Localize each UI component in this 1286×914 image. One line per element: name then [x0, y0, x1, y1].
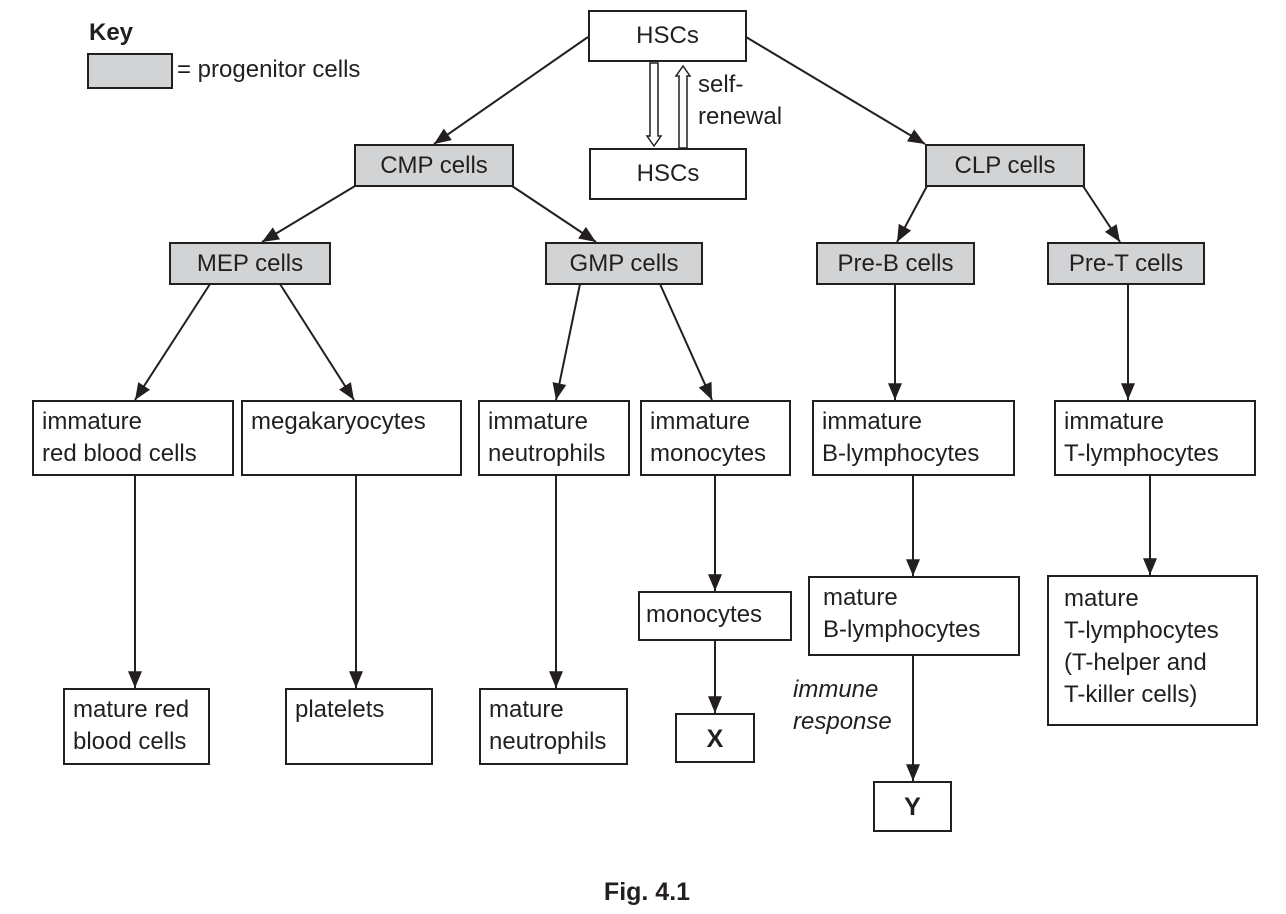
node-x-label: X: [706, 725, 724, 753]
node-mat-b-label: mature B-lymphocytes: [823, 584, 981, 643]
node-clp-cells: CLP cells: [925, 144, 1085, 187]
arrow-cmp-to-mep: [261, 185, 356, 243]
arrow-mep-to-imm-rbc: [134, 283, 211, 401]
node-pret-label: Pre-T cells: [1068, 250, 1184, 277]
node-mat-neut-label: mature neutrophils: [489, 696, 607, 755]
arrow-gmp-to-imm-neut: [552, 283, 581, 401]
node-y-label: Y: [904, 793, 921, 821]
node-megakaryocytes: megakaryocytes: [241, 400, 462, 476]
node-x: X: [675, 713, 755, 763]
key-title: Key: [89, 19, 134, 46]
node-mat-t-label: mature T-lymphocytes (T-helper and T-kil…: [1064, 585, 1219, 708]
self-renewal-arrows: [645, 62, 692, 149]
arrow-hsc-to-clp: [745, 36, 926, 145]
immune-response-label: immune response: [793, 676, 892, 735]
node-preb-cells: Pre-B cells: [816, 242, 975, 285]
node-monocytes: monocytes: [638, 591, 792, 641]
node-hsc-top-label: HSCs: [636, 22, 699, 49]
node-immature-neutrophils: immature neutrophils: [478, 400, 630, 476]
node-immature-monocytes: immature monocytes: [640, 400, 791, 476]
node-mature-t-lymphocytes: mature T-lymphocytes (T-helper and T-kil…: [1047, 575, 1258, 726]
node-megakaryocytes-label: megakaryocytes: [251, 408, 426, 435]
node-hsc-top: HSCs: [588, 10, 747, 62]
arrow-cmp-to-gmp: [511, 185, 597, 243]
node-immature-red-blood-cells: immature red blood cells: [32, 400, 234, 476]
node-y: Y: [873, 781, 952, 832]
arrow-gmp-to-imm-mono: [659, 283, 713, 401]
key-progenitor-swatch: [87, 53, 173, 89]
node-monocytes-label: monocytes: [646, 601, 763, 628]
arrow-clp-to-preb: [896, 185, 928, 243]
node-clp-label: CLP cells: [954, 152, 1056, 179]
node-imm-rbc-label: immature red blood cells: [42, 408, 197, 467]
arrow-mep-to-megakaryocytes: [279, 283, 355, 401]
node-mature-b-lymphocytes: mature B-lymphocytes: [808, 576, 1020, 656]
arrow-clp-to-pret: [1082, 185, 1121, 243]
node-imm-mono-label: immature monocytes: [650, 408, 767, 467]
hollow-arrow-up: [674, 64, 692, 149]
node-mat-rbc-label: mature red blood cells: [73, 696, 190, 755]
node-cmp-label: CMP cells: [380, 152, 488, 179]
node-imm-b-label: immature B-lymphocytes: [822, 408, 980, 467]
node-cmp-cells: CMP cells: [354, 144, 514, 187]
node-immature-b-lymphocytes: immature B-lymphocytes: [812, 400, 1015, 476]
node-immature-t-lymphocytes: immature T-lymphocytes: [1054, 400, 1256, 476]
node-gmp-cells: GMP cells: [545, 242, 703, 285]
node-pret-cells: Pre-T cells: [1047, 242, 1205, 285]
node-imm-t-label: immature T-lymphocytes: [1064, 408, 1219, 467]
node-gmp-label: GMP cells: [569, 250, 679, 277]
node-hsc-bottom-label: HSCs: [636, 160, 700, 187]
node-preb-label: Pre-B cells: [837, 250, 954, 277]
hollow-arrow-down: [645, 62, 663, 148]
self-renewal-label: self- renewal: [698, 71, 783, 130]
node-hsc-bottom: HSCs: [589, 148, 747, 200]
node-mature-neutrophils: mature neutrophils: [479, 688, 628, 765]
key-progenitor-label: = progenitor cells: [177, 56, 361, 83]
arrow-hsc-to-cmp: [433, 36, 589, 145]
node-platelets-label: platelets: [295, 696, 385, 723]
node-mep-cells: MEP cells: [169, 242, 331, 285]
node-platelets: platelets: [285, 688, 433, 765]
node-mature-red-blood-cells: mature red blood cells: [63, 688, 210, 765]
figure-caption: Fig. 4.1: [603, 878, 691, 906]
node-imm-neut-label: immature neutrophils: [488, 408, 606, 467]
node-mep-label: MEP cells: [196, 250, 304, 277]
